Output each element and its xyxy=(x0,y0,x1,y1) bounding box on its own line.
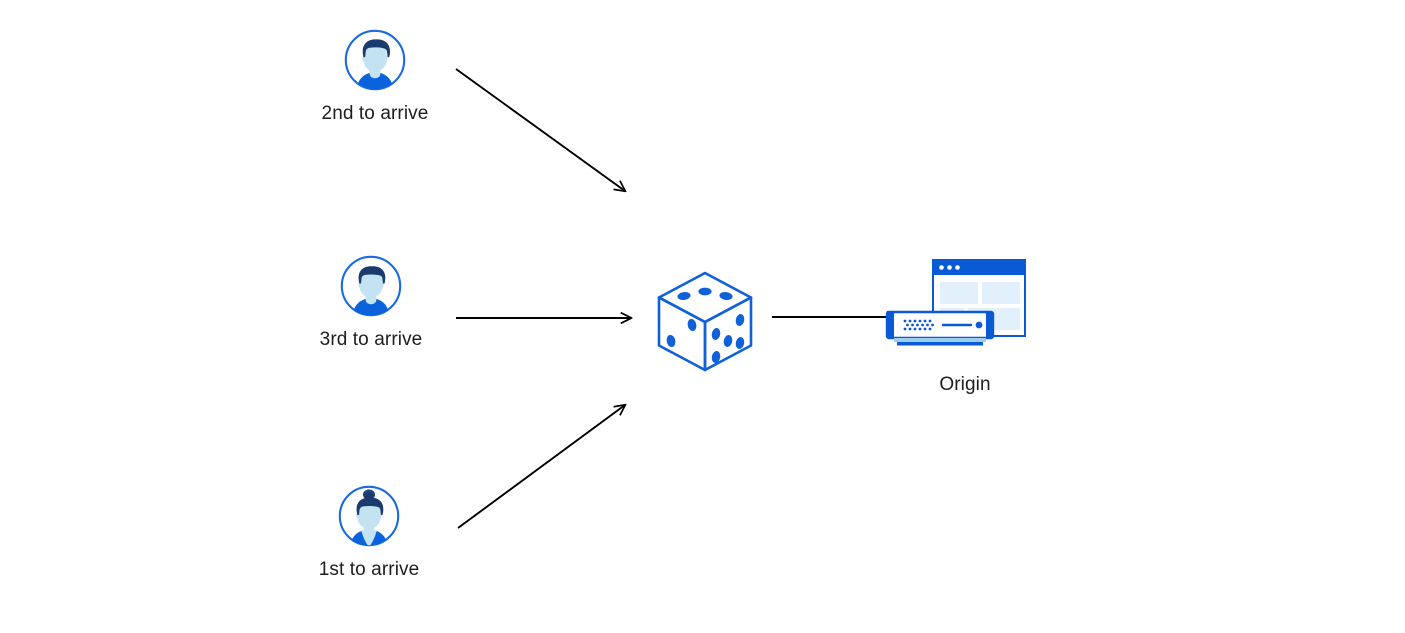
dice-icon xyxy=(645,262,765,378)
node-client-3rd[interactable]: 3rd to arrive xyxy=(291,254,451,352)
node-label-client-2nd: 2nd to arrive xyxy=(321,103,429,124)
node-client-1st[interactable]: 1st to arrive xyxy=(289,484,449,582)
arrow-client1-to-balancer xyxy=(457,405,625,529)
user-avatar-bun-hair-icon xyxy=(337,484,401,548)
origin-server-icon xyxy=(875,255,1055,360)
node-label-origin: Origin xyxy=(939,374,991,395)
user-avatar-short-hair-icon xyxy=(343,28,407,92)
node-client-2nd[interactable]: 2nd to arrive xyxy=(295,28,455,126)
user-avatar-short-hair-icon xyxy=(339,254,403,318)
arrow-client2-to-balancer xyxy=(455,68,625,191)
node-label-client-1st: 1st to arrive xyxy=(318,559,420,580)
node-origin[interactable]: Origin xyxy=(875,255,1055,397)
node-label-client-3rd: 3rd to arrive xyxy=(319,329,423,350)
node-load-balancer-dice[interactable] xyxy=(645,262,765,378)
